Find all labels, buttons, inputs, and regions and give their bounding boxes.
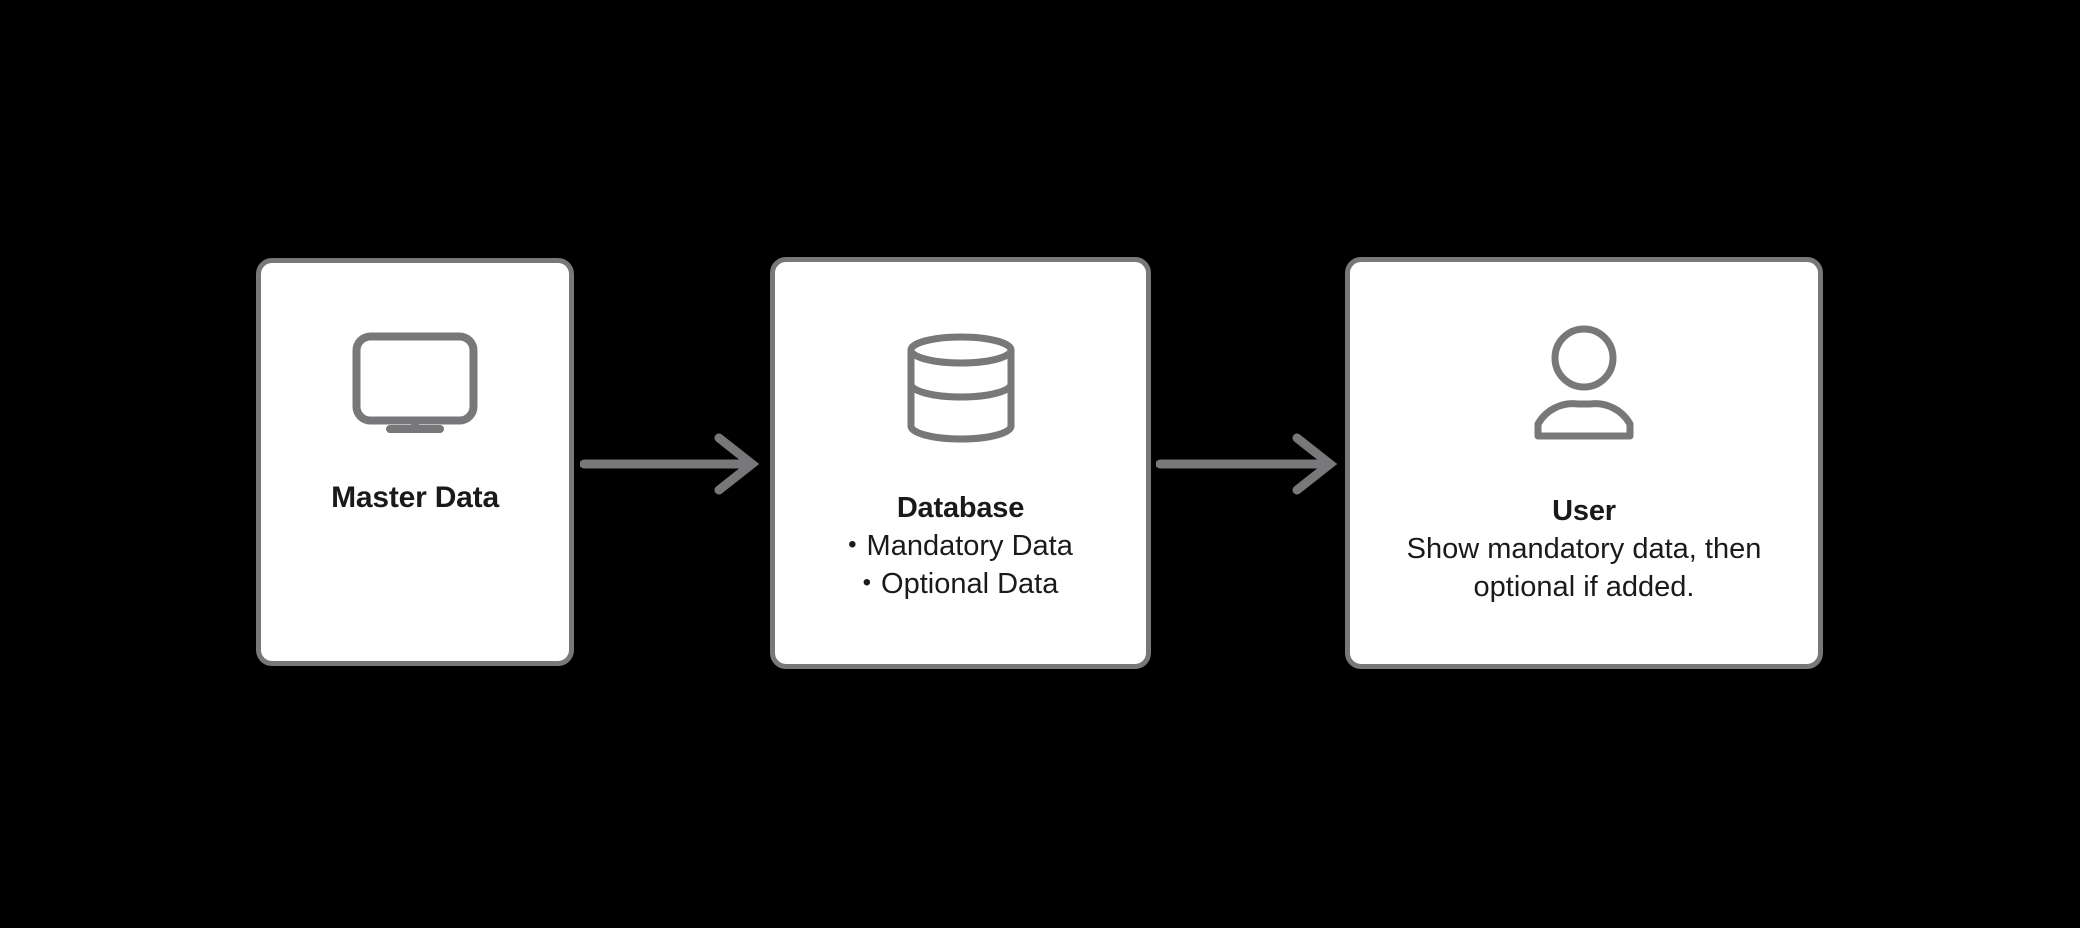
list-item-label: Optional Data	[881, 568, 1059, 600]
database-icon	[775, 332, 1146, 444]
node-database-bullet-list: • Mandatory Data • Optional Data	[781, 527, 1140, 603]
monitor-icon	[261, 331, 569, 435]
node-user[interactable]: User Show mandatory data, then optional …	[1345, 257, 1823, 669]
node-database-text: Database • Mandatory Data • Optional Data	[781, 489, 1140, 603]
node-user-title: User	[1552, 495, 1616, 527]
node-user-description-line-1: Show mandatory data, then	[1406, 533, 1762, 565]
arrow-master-data-to-database	[580, 433, 760, 495]
node-master-data-text: Master Data	[267, 479, 563, 517]
node-user-description-line-2: optional if added.	[1473, 571, 1695, 603]
list-item-label: Mandatory Data	[866, 530, 1073, 562]
node-database-title: Database	[896, 492, 1025, 524]
bullet-icon: •	[862, 569, 872, 596]
arrow-database-to-user	[1156, 433, 1338, 495]
node-master-data[interactable]: Master Data	[256, 258, 574, 666]
list-item: • Optional Data	[781, 565, 1140, 603]
node-user-text: User Show mandatory data, then optional …	[1356, 492, 1812, 606]
node-master-data-title: Master Data	[331, 481, 499, 514]
node-database[interactable]: Database • Mandatory Data • Optional Data	[770, 257, 1151, 669]
bullet-icon: •	[848, 531, 857, 558]
list-item: • Mandatory Data	[781, 527, 1140, 565]
user-icon	[1350, 324, 1818, 442]
